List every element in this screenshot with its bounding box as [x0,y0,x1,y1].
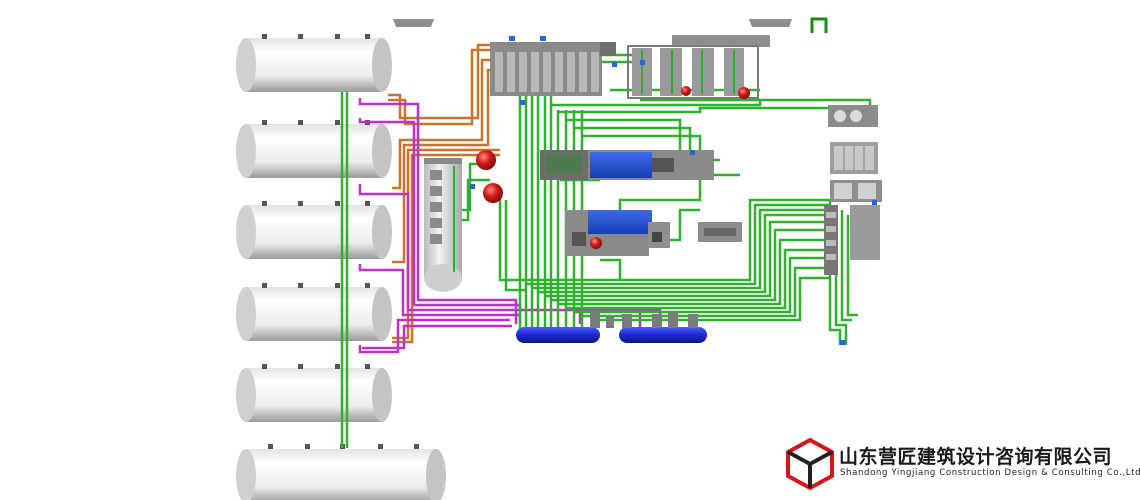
storage-tank [236,34,392,92]
company-logo-block: 山东营匠建筑设计咨询有限公司 Shandong Yingjiang Constr… [787,440,1140,490]
storage-tank [236,283,392,341]
vertical-separator [424,158,462,292]
storage-tank [236,201,392,259]
header-manifold [590,312,698,328]
company-name-en: Shandong Yingjiang Construction Design &… [840,468,1140,478]
storage-tank [236,120,392,178]
orange-pipe-bundle [388,43,500,344]
tank-green-spine [340,92,349,448]
equipment-pad [698,222,742,242]
bracket-symbol [810,17,828,33]
red-sphere-vessel [476,150,496,170]
company-name-cn: 山东营匠建筑设计咨询有限公司 [839,446,1113,468]
blue-header-right [619,327,707,343]
roof-slab-left [393,19,434,27]
pump-skid-lower [565,210,652,256]
storage-tank [236,364,392,422]
small-equipment-pad [648,222,670,248]
isometric-cube-logo [786,437,834,491]
roof-slab-right [749,19,792,27]
valve-markers [470,36,877,345]
red-sphere-vessel [483,183,503,203]
storage-tank-row [236,34,446,500]
exchanger-frame [627,35,770,99]
pump-skid-upper [540,150,714,180]
column-bank [490,42,616,96]
blue-header-left [516,327,600,343]
storage-tank [236,444,446,500]
right-equipment-stack [824,105,882,275]
